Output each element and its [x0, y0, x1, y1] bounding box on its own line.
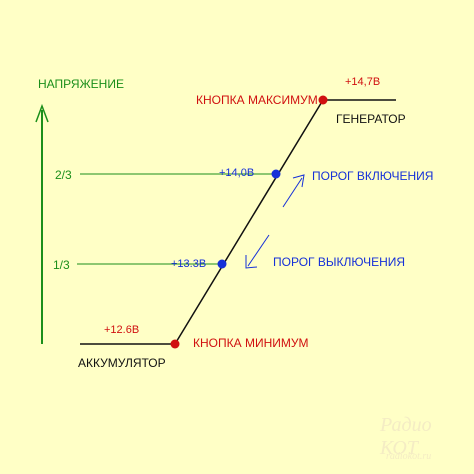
off-threshold-arrowhead [245, 255, 258, 269]
on-threshold-dot [271, 169, 281, 179]
generator-label: ГЕНЕРАТОР [336, 112, 406, 126]
watermark-site: radiokot.ru [386, 451, 432, 462]
off-threshold-arrow-shaft [247, 234, 270, 267]
watermark-brand: Радио КОТ [380, 414, 432, 459]
on-threshold-arrow-shaft [282, 177, 303, 208]
max-voltage-label: +14,7В [345, 76, 381, 88]
on-threshold-label: ПОРОГ ВКЛЮЧЕНИЯ [312, 169, 434, 183]
voltage-axis-arrowhead [35, 103, 49, 123]
rising-slope-line [174, 99, 324, 345]
off-threshold-label: ПОРОГ ВЫКЛЮЧЕНИЯ [273, 255, 406, 269]
battery-label: АККУМУЛЯТОР [78, 356, 166, 370]
min-button-label: КНОПКА МИНИМУМ [193, 336, 309, 350]
on-threshold-voltage-label: +14,0В [219, 167, 255, 179]
on-threshold-arrowhead [292, 174, 305, 188]
off-threshold-voltage-label: +13.3В [171, 258, 207, 270]
min-button-dot [170, 339, 180, 349]
off-threshold-dot [217, 259, 227, 269]
voltage-axis-label: НАПРЯЖЕНИЕ [38, 77, 124, 91]
max-button-dot [318, 95, 328, 105]
tick-label-two-thirds: 2/3 [55, 168, 72, 182]
battery-voltage-label: +12.6В [104, 324, 140, 336]
tick-label-one-third: 1/3 [53, 258, 70, 272]
max-button-label: КНОПКА МАКСИМУМ [196, 93, 318, 107]
